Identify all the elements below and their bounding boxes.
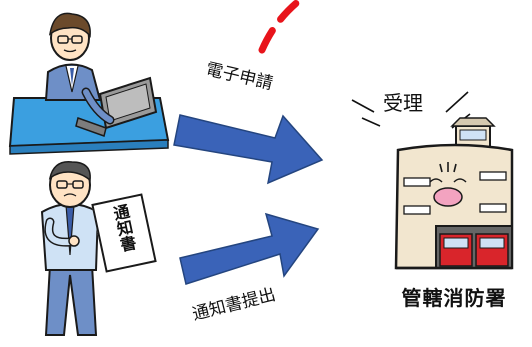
reception-label: 受理 bbox=[383, 91, 423, 115]
fire-department-label: 管轄消防署 bbox=[401, 286, 507, 310]
